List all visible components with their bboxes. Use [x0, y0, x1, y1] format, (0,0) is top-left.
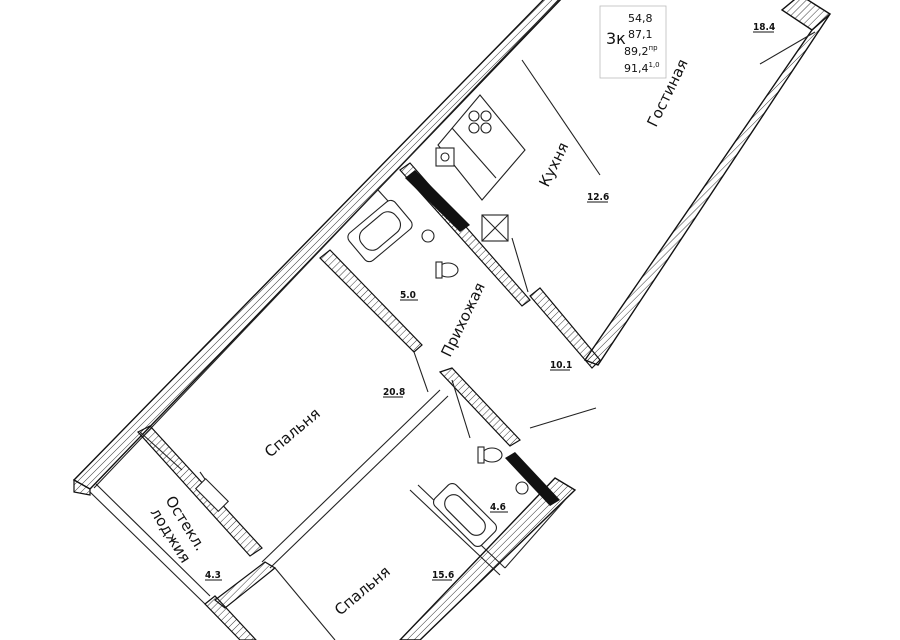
room-area-bath1: 5.0 — [400, 290, 416, 301]
room-area-kitchen: 12.6 — [587, 192, 609, 203]
room-area-hall: 10.1 — [550, 360, 572, 371]
room-name-kitchen: Кухня — [535, 139, 572, 189]
room-area-bedroom2: 15.6 — [432, 570, 454, 581]
apartment-summary: 3к 54,8 87,1 89,2пр 91,41,0 — [599, 5, 667, 79]
living-area-value: 54,8 — [628, 12, 653, 25]
outer-wall-south — [73, 478, 336, 640]
toilet-2-icon — [477, 446, 529, 495]
bathtub-icon — [347, 199, 413, 263]
wall-southeast — [399, 477, 577, 640]
doors — [194, 237, 597, 513]
reduced-area-value: 89,2пр — [624, 44, 658, 58]
kitchen-counter — [437, 94, 526, 201]
total-area-value: 87,1 — [628, 28, 653, 41]
radiator-icon — [405, 170, 560, 506]
outer-wall-east — [583, 0, 832, 366]
room-name-bedroom2: Спальня — [331, 562, 394, 619]
room-area-living: 18.4 — [753, 22, 775, 33]
rooms-count-label: 3к — [606, 29, 626, 48]
toilet-icon — [421, 229, 459, 279]
sink-icon — [435, 147, 455, 167]
ventilation-shaft-icon — [481, 214, 509, 242]
room-name-bedroom1: Спальня — [261, 404, 324, 461]
stove-icon — [468, 110, 492, 134]
room-area-loggia: 4.3 — [205, 570, 221, 581]
room-area-bath2: 4.6 — [490, 502, 506, 513]
room-area-bedroom1: 20.8 — [383, 387, 405, 398]
bathtub-2-icon — [432, 482, 498, 548]
room-name-hall: Прихожая — [437, 280, 488, 360]
full-area-value: 91,41,0 — [624, 61, 660, 75]
